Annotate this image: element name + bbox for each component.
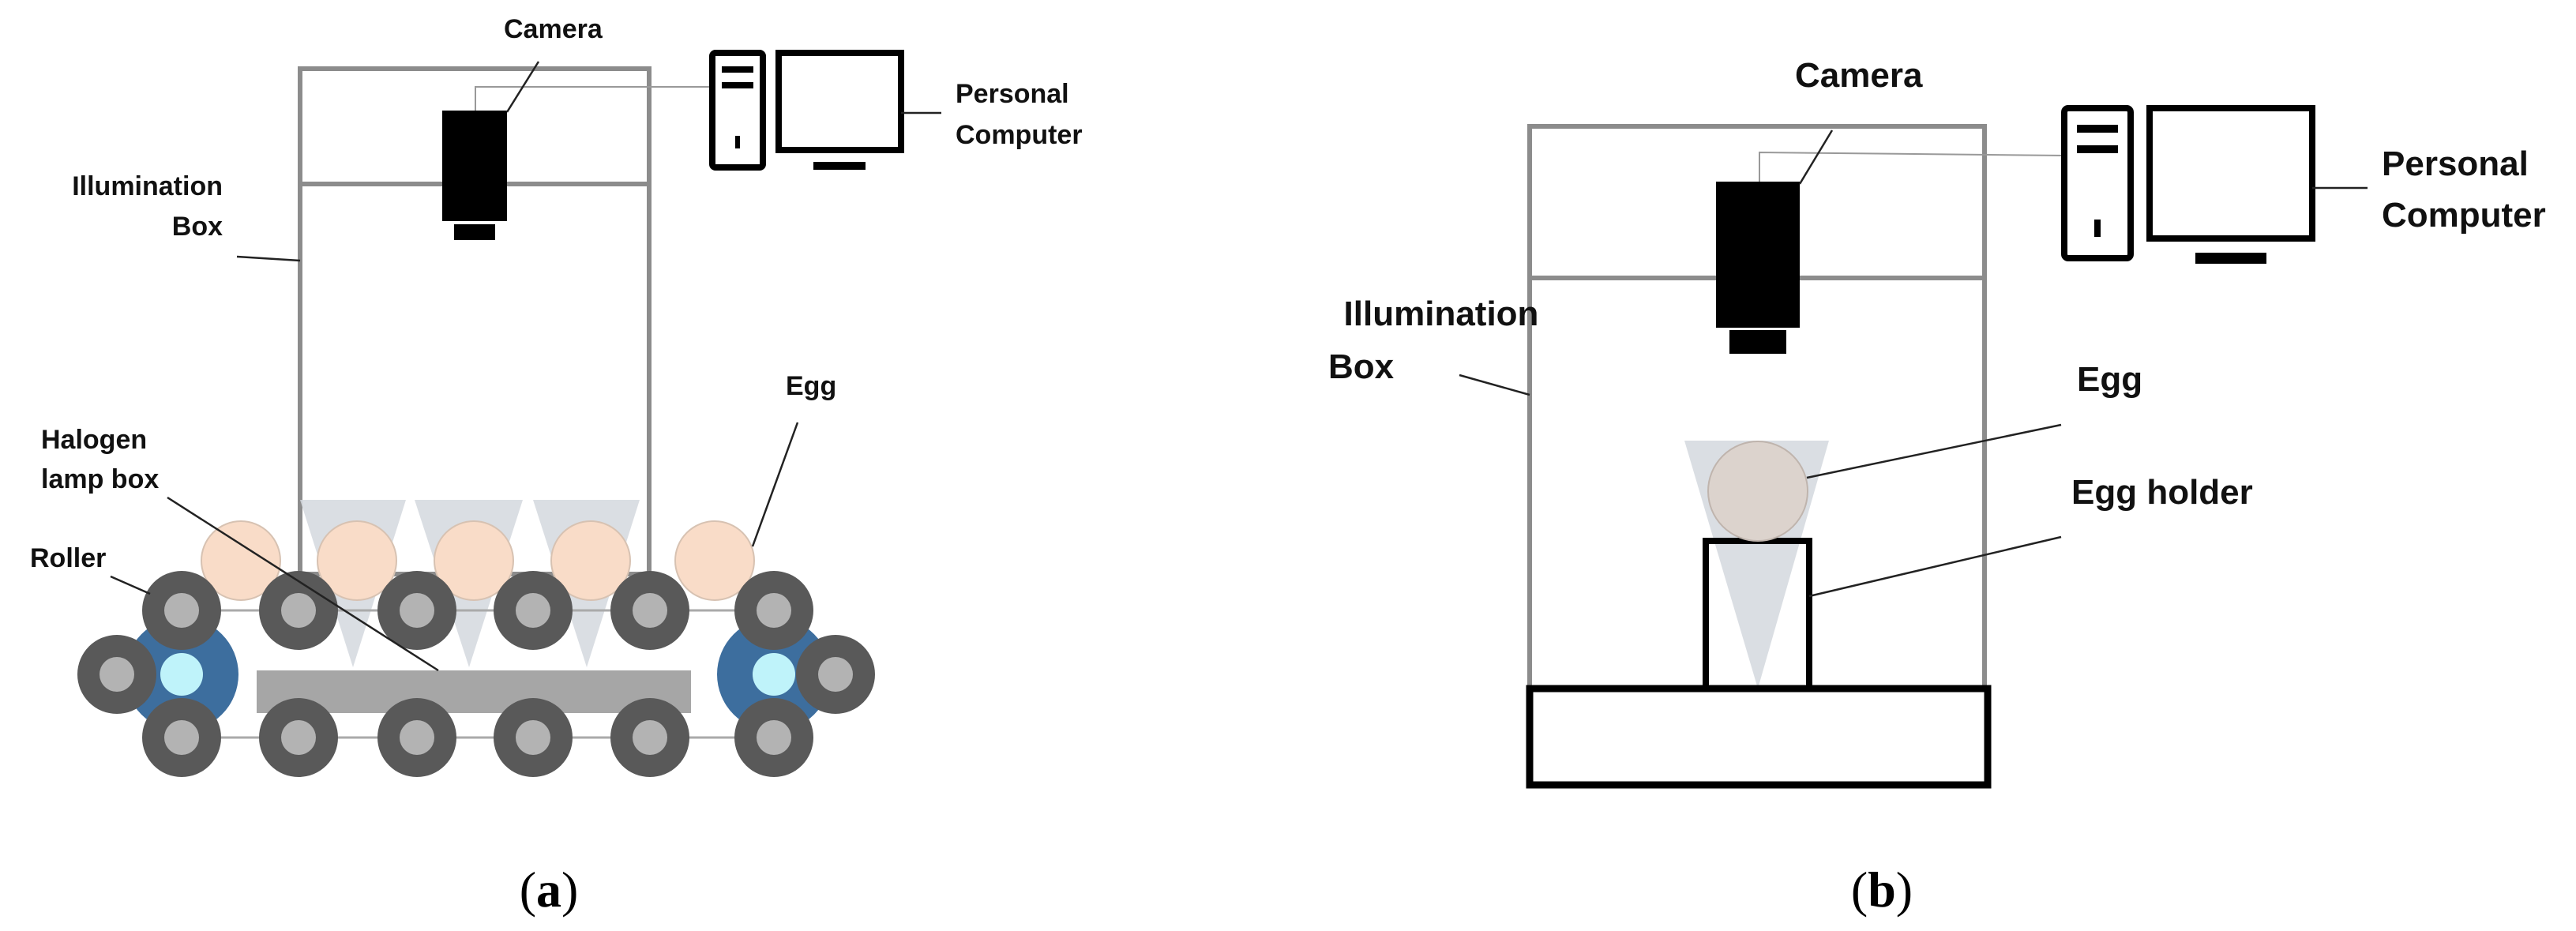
pc-label-b-line2: Computer	[2382, 196, 2546, 235]
roller-icon	[494, 698, 573, 777]
roller-icon	[77, 635, 156, 714]
camera-cable-a	[475, 86, 711, 111]
halogen-leader	[167, 496, 439, 672]
roller-icon	[142, 698, 221, 777]
egg-icon	[434, 520, 514, 601]
pc-label-a-line1: Personal	[956, 79, 1069, 109]
egg-icon	[201, 520, 281, 601]
roller-icon	[610, 571, 689, 650]
panel-a: Camera Personal Computer Illumination Bo…	[30, 14, 1083, 918]
camera-leader-a	[505, 61, 540, 113]
desktop-computer-icon	[2061, 105, 2134, 261]
roller-icon	[259, 571, 338, 650]
roller-icon	[259, 698, 338, 777]
illumination-leader-a	[236, 255, 301, 262]
egg-icon	[1707, 441, 1808, 542]
egg-leader-b	[1806, 423, 2062, 479]
halogen-label-line1: Halogen	[41, 425, 147, 455]
camera-leader-b	[1798, 130, 1834, 185]
illumination-leader-b	[1459, 374, 1530, 396]
panel-b: Camera Personal Computer Illumination Bo…	[1328, 56, 2546, 918]
egg-icon	[550, 520, 631, 601]
drive-wheel-icon	[125, 618, 238, 731]
roller-icon	[494, 571, 573, 650]
egg-icon	[317, 520, 397, 601]
camera-label-b: Camera	[1795, 56, 1923, 95]
egg-label-a: Egg	[786, 371, 836, 401]
egg-label-b: Egg	[2077, 360, 2142, 399]
roller-icon	[377, 571, 456, 650]
pc-label-a-line2: Computer	[956, 120, 1083, 150]
halogen-lamp-box	[257, 670, 691, 713]
caption-b: (b)	[1851, 862, 1913, 918]
egg-holder-label: Egg holder	[2071, 473, 2253, 512]
drive-wheel-icon	[717, 618, 831, 731]
egg-icon	[674, 520, 755, 601]
illumination-label-b-line2: Box	[1328, 347, 1395, 386]
camera-label-a: Camera	[504, 14, 603, 44]
monitor-icon	[775, 50, 904, 170]
illumination-label-a-line2: Box	[172, 212, 223, 242]
camera-cable-b	[1759, 151, 2066, 182]
egg-holder-leader	[1808, 535, 2062, 598]
eggs-a	[201, 520, 755, 601]
pc-label-b-line1: Personal	[2382, 145, 2529, 183]
roller-label: Roller	[30, 543, 106, 573]
camera-icon	[442, 111, 507, 240]
roller-icon	[377, 698, 456, 777]
caption-a: (a)	[520, 862, 579, 918]
illumination-label-b-line1: Illumination	[1344, 295, 1539, 333]
illumination-label-a-line1: Illumination	[72, 171, 223, 201]
roller-leader	[110, 575, 151, 595]
monitor-icon	[2146, 105, 2315, 264]
desktop-computer-icon	[709, 50, 766, 171]
halogen-label-line2: lamp box	[41, 464, 159, 494]
roller-icon	[610, 698, 689, 777]
roller-icon	[734, 571, 813, 650]
roller-icon	[796, 635, 875, 714]
camera-icon	[1716, 182, 1800, 354]
egg-leader-a	[751, 422, 799, 547]
rollers-a	[77, 571, 875, 777]
roller-icon	[734, 698, 813, 777]
roller-icon	[142, 571, 221, 650]
base-platform	[1526, 685, 1992, 789]
